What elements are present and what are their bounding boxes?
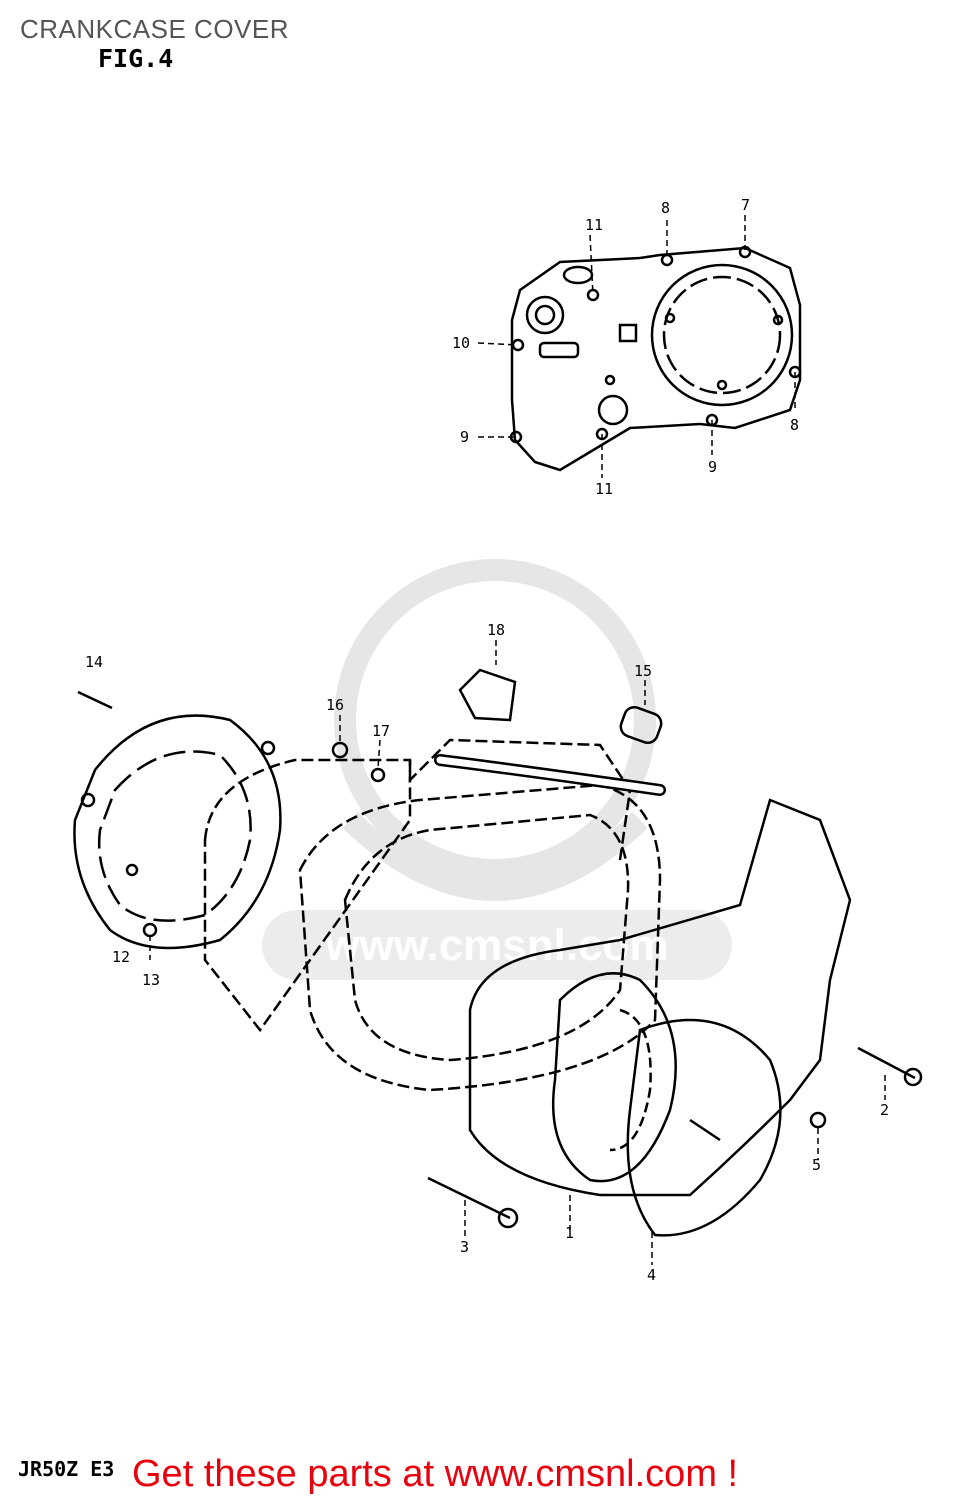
callout-8b: 8: [790, 416, 799, 434]
callout-13: 13: [142, 971, 160, 989]
callout-1: 1: [565, 1224, 574, 1242]
callout-17: 17: [372, 722, 390, 740]
bolt-14: [77, 690, 113, 710]
callout-3: 3: [460, 1238, 469, 1256]
callout-10: 10: [452, 334, 470, 352]
watermark-text: www.cmsnl.com: [324, 921, 668, 970]
figure-label: FIG.4: [98, 44, 174, 73]
callout-16: 16: [326, 696, 344, 714]
callouts: 1 2 3 4 5 7 8 8 9 9 10 11 11 12 13 14 15…: [85, 196, 889, 1284]
callout-9b: 9: [708, 458, 717, 476]
bolts: [77, 690, 923, 1229]
gasket-part: [509, 245, 802, 472]
crankcase-cover-part: [203, 738, 662, 1092]
bushing-part: [619, 705, 663, 745]
callout-18: 18: [487, 621, 505, 639]
callout-11a: 11: [585, 216, 603, 234]
callout-7: 7: [741, 196, 750, 214]
watermark-banner: [262, 910, 732, 980]
callout-2: 2: [880, 1101, 889, 1119]
callout-14: 14: [85, 653, 103, 671]
page-title: CRANKCASE COVER: [20, 14, 289, 44]
callout-5: 5: [812, 1156, 821, 1174]
round-cover-part: [626, 1018, 782, 1237]
callout-8a: 8: [661, 199, 670, 217]
bolt-3: [427, 1176, 511, 1220]
leader-lines: [149, 215, 886, 1265]
oil-cap-part: [458, 668, 517, 722]
callout-9a: 9: [460, 428, 469, 446]
watermark-logo: [334, 559, 656, 901]
callout-15: 15: [634, 662, 652, 680]
magneto-cover-part: [468, 798, 852, 1197]
ring-gasket-part: [73, 714, 282, 950]
callout-4: 4: [647, 1266, 656, 1284]
callout-12: 12: [112, 948, 130, 966]
callout-11b: 11: [595, 480, 613, 498]
model-code: JR50Z E3: [18, 1457, 115, 1481]
promo-link[interactable]: Get these parts at www.cmsnl.com !: [132, 1453, 739, 1495]
